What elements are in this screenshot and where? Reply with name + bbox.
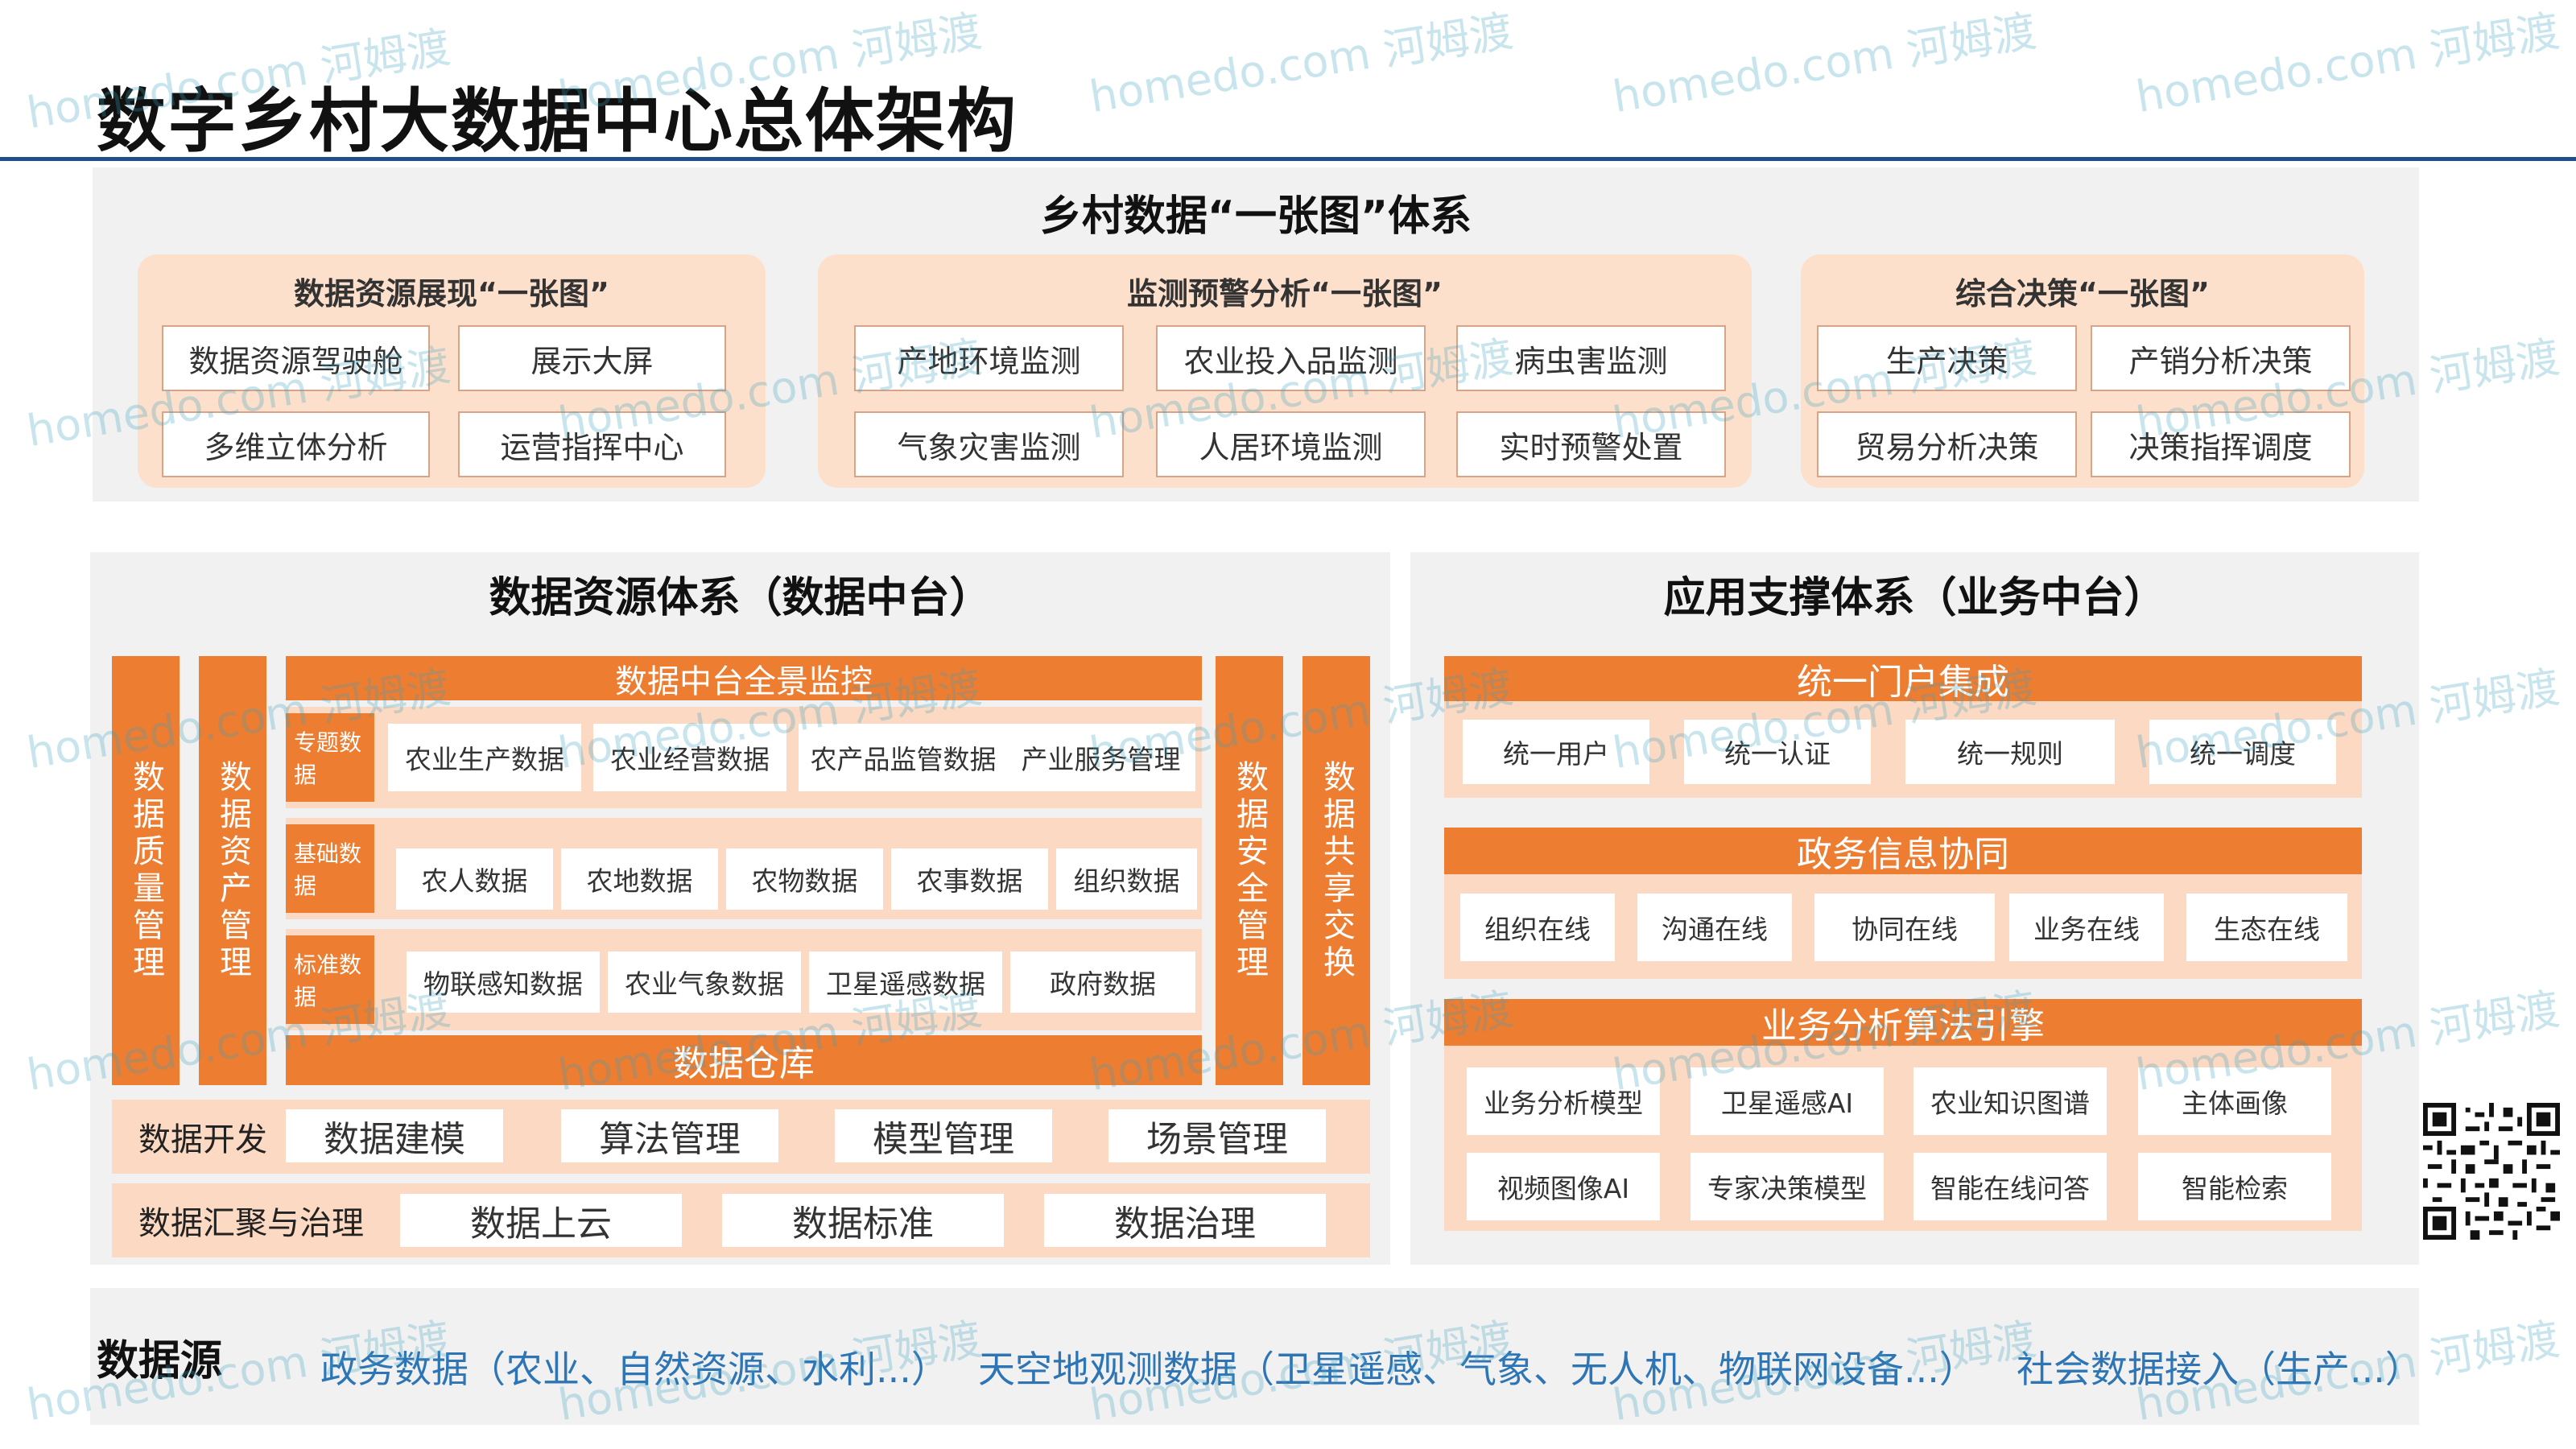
panel-title: 数据资源体系（数据中台） xyxy=(489,574,992,622)
group-title: 监测预警分析“一张图” xyxy=(1127,276,1443,312)
data-source-label: 数据源 xyxy=(97,1337,223,1385)
cell-land: 农地数据 xyxy=(561,848,718,910)
item-resource-cockpit: 数据资源驾驶舱 xyxy=(162,325,430,391)
qr-code-icon xyxy=(2423,1103,2560,1240)
item-agri-input: 农业投入品监测 xyxy=(1156,325,1426,391)
cell-business-online: 业务在线 xyxy=(2009,894,2164,961)
label-data-dev: 数据开发 xyxy=(138,1121,267,1158)
cell-goods: 农物数据 xyxy=(726,848,883,910)
source-social: 社会数据接入（生产...） xyxy=(2017,1348,2422,1391)
cell-ecosystem-online: 生态在线 xyxy=(2186,894,2347,961)
source-government: 政务数据（农业、自然资源、水利...） xyxy=(320,1348,948,1391)
item-trade-decision: 贸易分析决策 xyxy=(1817,411,2077,477)
bar-data-asset: 数据资产管理 xyxy=(199,656,266,1085)
row-label-standard: 标准数据 xyxy=(286,935,374,1024)
cell-collab-online: 协同在线 xyxy=(1814,894,1995,961)
cell-government: 政府数据 xyxy=(1010,952,1195,1013)
panel-title: 应用支撑体系（业务中台） xyxy=(1663,574,2166,622)
data-source-panel xyxy=(90,1288,2419,1425)
header-portal-integration: 统一门户集成 xyxy=(1444,656,2362,703)
cell-knowledge-graph: 农业知识图谱 xyxy=(1913,1067,2107,1135)
cell-satellite: 卫星遥感数据 xyxy=(809,952,1002,1013)
cell-organization: 组织数据 xyxy=(1056,848,1197,910)
item-living-env: 人居环境监测 xyxy=(1156,411,1426,477)
panel-title: 乡村数据“一张图”体系 xyxy=(1039,192,1472,241)
header-panorama-monitor: 数据中台全景监控 xyxy=(286,656,1202,700)
cell-model-mgmt: 模型管理 xyxy=(835,1109,1052,1162)
label-data-governance: 数据汇聚与治理 xyxy=(138,1205,364,1242)
item-realtime-alert: 实时预警处置 xyxy=(1456,411,1726,477)
cell-scene-mgmt: 场景管理 xyxy=(1108,1109,1326,1162)
cell-business-model: 业务分析模型 xyxy=(1467,1067,1660,1135)
item-command-dispatch: 决策指挥调度 xyxy=(2091,411,2351,477)
source-observation: 天空地观测数据（卫星遥感、气象、无人机、物联网设备...） xyxy=(978,1348,1976,1391)
cell-algorithm-mgmt: 算法管理 xyxy=(561,1109,778,1162)
title-underline xyxy=(0,157,2576,161)
page-title: 数字乡村大数据中心总体架构 xyxy=(97,81,1018,162)
item-display-screen: 展示大屏 xyxy=(458,325,726,391)
header-algorithm-engine: 业务分析算法引擎 xyxy=(1444,999,2362,1046)
cell-unified-user: 统一用户 xyxy=(1463,720,1649,784)
cell-data-modeling: 数据建模 xyxy=(286,1109,503,1162)
item-sales-decision: 产销分析决策 xyxy=(2091,325,2351,391)
cell-data-governance: 数据治理 xyxy=(1044,1194,1326,1247)
bar-data-sharing: 数据共享交换 xyxy=(1302,656,1370,1085)
cell-iot-sensing: 物联感知数据 xyxy=(407,952,600,1013)
cell-industry-service: 产业服务管理 xyxy=(1006,724,1195,791)
cell-data-standard: 数据标准 xyxy=(722,1194,1004,1247)
bar-data-security: 数据安全管理 xyxy=(1216,656,1283,1085)
cell-entity-profile: 主体画像 xyxy=(2138,1067,2331,1135)
row-label-basic: 基础数据 xyxy=(286,824,374,913)
item-weather-disaster: 气象灾害监测 xyxy=(854,411,1124,477)
cell-product-supervision: 农产品监管数据 xyxy=(799,724,1008,791)
row-label-topic: 专题数据 xyxy=(286,713,374,802)
data-warehouse: 数据仓库 xyxy=(286,1035,1202,1085)
data-resource-panel: 数据资源体系（数据中台） 数据质量管理 数据资产管理 数据安全管理 数据共享交换… xyxy=(90,552,1390,1265)
bar-data-quality: 数据质量管理 xyxy=(112,656,180,1085)
cell-smart-qa: 智能在线问答 xyxy=(1913,1153,2107,1220)
group-decision: 综合决策“一张图” 生产决策 产销分析决策 贸易分析决策 决策指挥调度 xyxy=(1801,254,2364,488)
cell-data-cloud: 数据上云 xyxy=(400,1194,682,1247)
cell-expert-model: 专家决策模型 xyxy=(1690,1153,1884,1220)
cell-farmer: 农人数据 xyxy=(396,848,553,910)
group-monitoring: 监测预警分析“一张图” 产地环境监测 农业投入品监测 病虫害监测 气象灾害监测 … xyxy=(818,254,1752,488)
cell-agri-weather: 农业气象数据 xyxy=(608,952,801,1013)
cell-unified-rules: 统一规则 xyxy=(1905,720,2115,784)
item-ops-command: 运营指挥中心 xyxy=(458,411,726,477)
watermark: homedo.com 河姆渡 xyxy=(1609,5,2040,123)
cell-smart-search: 智能检索 xyxy=(2138,1153,2331,1220)
rural-data-map-panel: 乡村数据“一张图”体系 数据资源展现“一张图” 数据资源驾驶舱 展示大屏 多维立… xyxy=(93,167,2419,502)
header-gov-collaboration: 政务信息协同 xyxy=(1444,828,2362,875)
cell-unified-dispatch: 统一调度 xyxy=(2149,720,2336,784)
group-title: 数据资源展现“一张图” xyxy=(294,276,609,312)
item-production-decision: 生产决策 xyxy=(1817,325,2077,391)
cell-comm-online: 沟通在线 xyxy=(1637,894,1792,961)
item-pest: 病虫害监测 xyxy=(1456,325,1726,391)
group-resource-display: 数据资源展现“一张图” 数据资源驾驶舱 展示大屏 多维立体分析 运营指挥中心 xyxy=(138,254,766,488)
watermark: homedo.com 河姆渡 xyxy=(2132,5,2563,123)
item-multidim-analysis: 多维立体分析 xyxy=(162,411,430,477)
cell-org-online: 组织在线 xyxy=(1460,894,1615,961)
cell-agri-production: 农业生产数据 xyxy=(388,724,581,791)
watermark: homedo.com 河姆渡 xyxy=(1086,5,1517,123)
cell-agri-operation: 农业经营数据 xyxy=(593,724,786,791)
cell-satellite-ai: 卫星遥感AI xyxy=(1690,1067,1884,1135)
app-support-panel: 应用支撑体系（业务中台） 统一门户集成 统一用户 统一认证 统一规则 统一调度 … xyxy=(1410,552,2419,1265)
cell-video-ai: 视频图像AI xyxy=(1467,1153,1660,1220)
group-title: 综合决策“一张图” xyxy=(1955,276,2210,312)
item-origin-env: 产地环境监测 xyxy=(854,325,1124,391)
cell-unified-auth: 统一认证 xyxy=(1684,720,1871,784)
cell-farming: 农事数据 xyxy=(891,848,1048,910)
